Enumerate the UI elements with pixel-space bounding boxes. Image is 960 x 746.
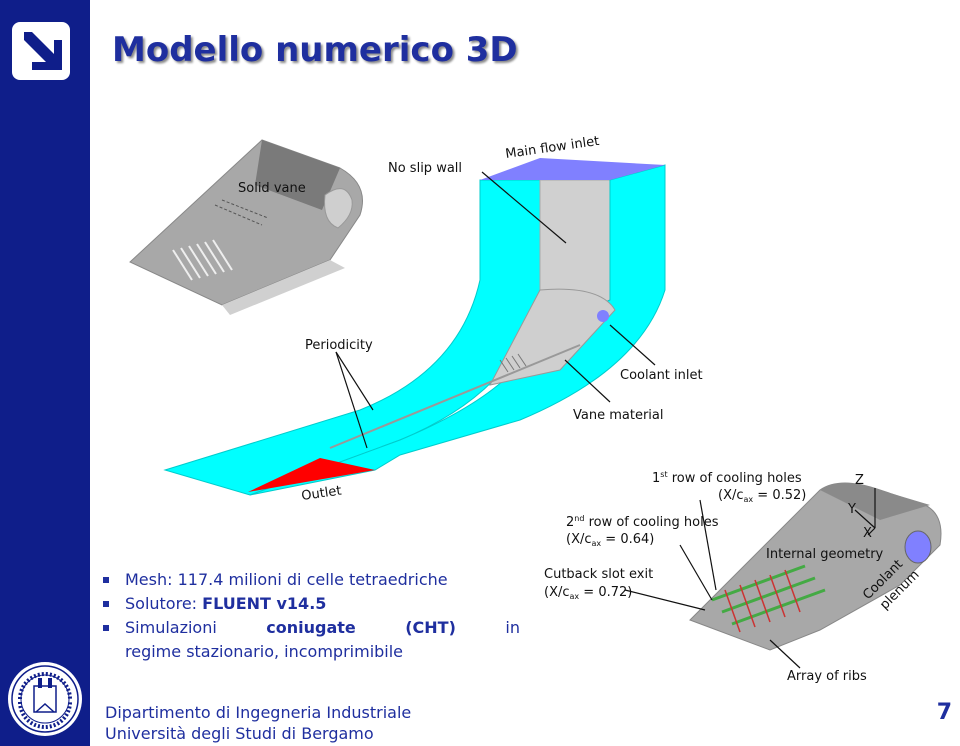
label-row2-num: 2 bbox=[566, 515, 574, 530]
bullet-square-icon bbox=[103, 577, 109, 583]
svg-text:(X/cax = 0.64): (X/cax = 0.64) bbox=[566, 532, 654, 548]
bullet-item-mesh: Mesh: 117.4 milioni di celle tetraedrich… bbox=[100, 568, 520, 592]
axis-z-label: Z bbox=[855, 473, 864, 488]
label-main-flow-inlet: Main flow inlet bbox=[504, 134, 600, 162]
bullet-item-simulations: Simulazioni coniugate (CHT) in regime st… bbox=[100, 616, 520, 664]
svg-text:(X/cax = 0.72): (X/cax = 0.72) bbox=[544, 585, 632, 601]
footer-department: Dipartimento di Ingegneria Industriale bbox=[105, 703, 412, 722]
university-seal-icon bbox=[8, 662, 82, 736]
label-internal-geometry: Internal geometry bbox=[766, 547, 884, 562]
svg-text:(X/cax = 0.52): (X/cax = 0.52) bbox=[718, 488, 806, 504]
page-title: Modello numerico 3D bbox=[112, 30, 518, 70]
solid-vane-illustration bbox=[129, 139, 363, 315]
axis-y-label: Y bbox=[847, 502, 856, 517]
footer-university: Università degli Studi di Bergamo bbox=[105, 724, 374, 743]
label-cutback: Cutback slot exit bbox=[544, 567, 653, 582]
label-no-slip-wall: No slip wall bbox=[388, 161, 462, 176]
label-solid-vane: Solid vane bbox=[238, 181, 306, 196]
bullet-list: Mesh: 117.4 milioni di celle tetraedrich… bbox=[100, 568, 520, 664]
bullet-item-solver: Solutore: FLUENT v14.5 bbox=[100, 592, 520, 616]
label-outlet: Outlet bbox=[300, 484, 342, 504]
axis-x-label: X bbox=[863, 526, 872, 541]
label-array-of-ribs: Array of ribs bbox=[787, 669, 867, 684]
label-vane-material: Vane material bbox=[573, 408, 663, 423]
sidebar bbox=[0, 0, 90, 746]
cfd-model-figure: Solid vane No slip wall Main flow inlet … bbox=[129, 134, 942, 684]
label-coolant-inlet: Coolant inlet bbox=[620, 368, 703, 383]
bullet-square-icon bbox=[103, 625, 109, 631]
fluid-domain bbox=[163, 158, 666, 496]
page-number: 7 bbox=[936, 700, 952, 725]
label-periodicity: Periodicity bbox=[305, 338, 373, 353]
svg-text:2nd row of cooling holes: 2nd row of cooling holes bbox=[566, 514, 719, 530]
footer: Dipartimento di Ingegneria Industriale U… bbox=[105, 702, 411, 744]
svg-text:1st row of cooling holes: 1st row of cooling holes bbox=[652, 470, 802, 486]
internal-geometry-illustration bbox=[689, 482, 942, 651]
bullet-square-icon bbox=[103, 601, 109, 607]
label-row1-num: 1 bbox=[652, 471, 660, 486]
arrow-logo-icon bbox=[12, 22, 70, 80]
